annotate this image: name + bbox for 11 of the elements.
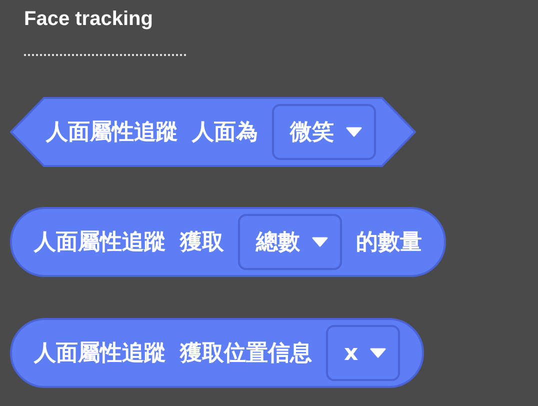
category-title: Face tracking: [24, 8, 153, 31]
dropdown-menu: 總數: [238, 214, 342, 270]
dropdown-menu: 微笑: [272, 104, 376, 160]
dropdown-menu: x: [326, 325, 400, 381]
block-label: 獲取: [180, 229, 224, 257]
block-label: 獲取位置信息: [180, 340, 312, 368]
block-label: 人面為: [192, 119, 258, 147]
block-label: 的數量: [356, 229, 422, 257]
block-label: 人面屬性追蹤: [34, 229, 166, 257]
block-label: 人面屬性追蹤: [46, 119, 178, 147]
block-label: 人面屬性追蹤: [34, 340, 166, 368]
